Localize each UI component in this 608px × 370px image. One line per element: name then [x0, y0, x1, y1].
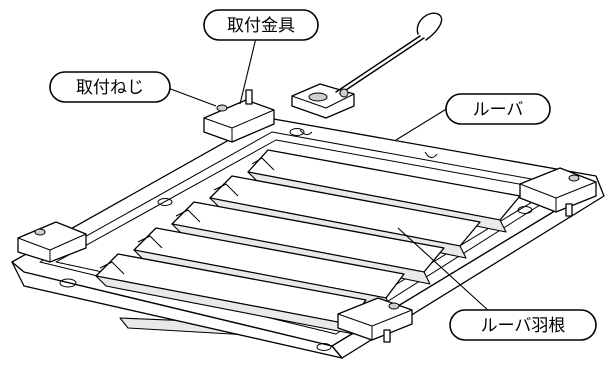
mounting-bracket-left	[17, 221, 87, 263]
callout-louver: ルーバ	[395, 93, 551, 141]
mounting-bracket-label: 取付金具	[227, 16, 295, 36]
callout-mounting-bracket: 取付金具	[203, 9, 319, 105]
mounting-bracket-right	[519, 167, 597, 217]
safety-wire-hanger	[291, 12, 443, 119]
louver-label: ルーバ	[473, 100, 524, 120]
callout-mounting-screw: 取付ねじ	[49, 71, 217, 107]
louver-blade-label: ルーバ羽根	[481, 316, 566, 336]
mounting-screw-label: 取付ねじ	[76, 78, 144, 98]
louver-blades	[95, 149, 521, 335]
mounting-bracket-bottom	[337, 297, 413, 343]
callout-louver-blade: ルーバ羽根	[397, 227, 597, 341]
mounting-bracket-top-left	[203, 89, 275, 143]
